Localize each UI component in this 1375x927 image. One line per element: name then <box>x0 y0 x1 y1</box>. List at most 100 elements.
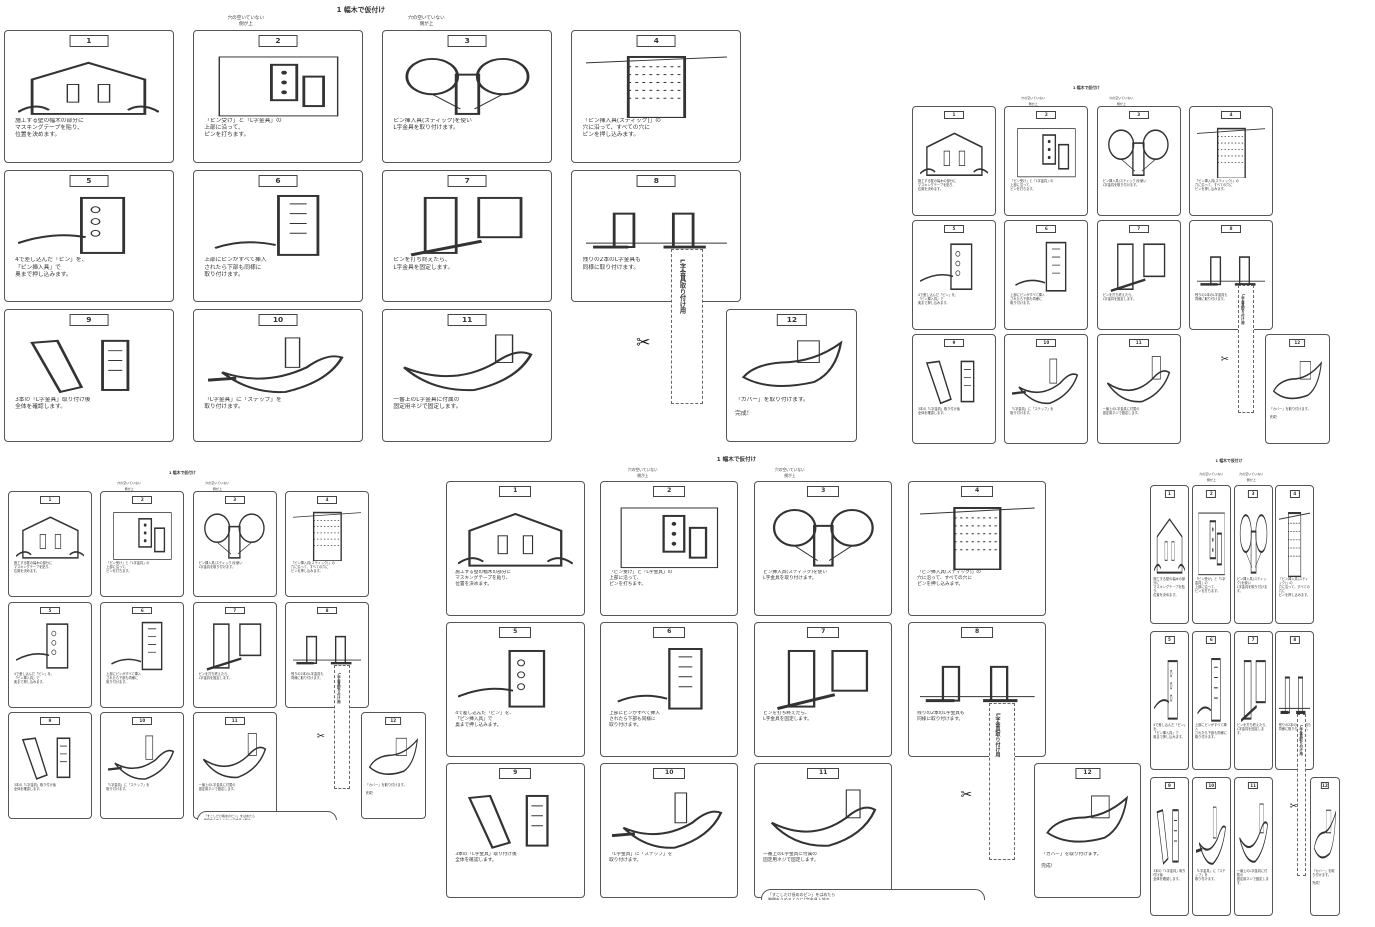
step-illustration <box>15 511 85 561</box>
step-caption: 一番上のL字金具に付属の 固定用ネジで固定します。 <box>198 782 237 791</box>
step-number: 4 <box>1289 490 1300 499</box>
step-illustration <box>1196 511 1227 577</box>
step-panel-4: 4 「ピン挿入具(スティック)」の 穴に沿って、すべての穴に ピンを押し込みます。 <box>285 490 370 597</box>
step-illustration <box>200 511 269 561</box>
step-illustration <box>16 732 85 782</box>
step-caption: 上部にピンがすべて挿入 されたら下部も同様に 取り付けます。 <box>1195 722 1227 739</box>
step-illustration <box>612 506 727 570</box>
step-number: 10 <box>132 717 153 726</box>
step-panel-12: 12「カバー」を取り付けます。 完成！ <box>726 308 858 442</box>
step-number: 5 <box>69 174 109 187</box>
step-illustration <box>458 788 573 852</box>
step-caption: 施工する壁の幅木の部分に マスキングテープを貼り、 位置を決めます。 <box>455 570 512 588</box>
step-illustration <box>1238 657 1269 723</box>
step-illustration <box>585 55 727 119</box>
step-illustration <box>1104 241 1173 292</box>
step-illustration <box>1154 802 1185 868</box>
step-number: 8 <box>1289 636 1300 644</box>
step-number: 4 <box>317 495 338 504</box>
step-illustration <box>1196 241 1266 292</box>
step-illustration <box>397 55 538 118</box>
step-illustration <box>17 194 159 257</box>
step-caption: 「ピン挿入具(スティック)」の 穴に沿って、すべての穴に ピンを押し込みます。 <box>582 118 661 139</box>
cut-line-tag: L字金具取り付け用 <box>1237 285 1255 413</box>
step-caption: 「L字金具」に「ステップ」を 取り付けます。 <box>609 852 673 864</box>
step-panel-10: 10「L字金具」に「ステップ」を 取り付けます。 <box>193 308 363 442</box>
callout-right: 穴の空いていない 側が上 <box>205 480 230 491</box>
step-illustration <box>612 647 727 711</box>
step-caption: 「ピン受け」と「L字金具」の 上部に沿って、 ピンを打ちます。 <box>1010 178 1054 191</box>
step-number: 9 <box>69 313 109 327</box>
step-illustration <box>1104 355 1173 406</box>
step-caption: 一番上のL字金具に付属の 固定用ネジで固定します。 <box>1102 406 1141 415</box>
step-number: 8 <box>317 606 338 615</box>
step-caption: ピン挿入具(スティック)を使い L字金具を取り付けます。 <box>393 118 472 132</box>
sheet-header: 1 幅木で仮付け <box>1215 458 1243 463</box>
step-panel-10: 10「L字金具」に「ステップ」を 取り付けます。 <box>1004 334 1089 444</box>
step-caption: ピン挿入具(スティック)を使い L字金具を取り付けます。 <box>1236 577 1268 594</box>
step-illustration <box>738 333 846 396</box>
scissors-icon: ✂ <box>316 731 325 743</box>
step-illustration <box>108 621 177 671</box>
step-number: 8 <box>961 627 994 638</box>
step-number: 5 <box>943 225 964 234</box>
step-caption: 「ピン挿入具(スティック)」の 穴に沿って、すべての穴に ピンを押し込みます。 <box>291 560 335 573</box>
step-caption: 3本の「L字金具」取り付け後 全体を確認します。 <box>917 406 960 415</box>
step-illustration <box>919 647 1035 711</box>
step-number: 3 <box>447 35 487 48</box>
step-number: 11 <box>1248 781 1259 790</box>
step-illustration <box>766 647 881 711</box>
step-illustration <box>292 621 362 671</box>
step-caption: ピンを打ち終えたら、 L字金具を固定します。 <box>763 711 812 723</box>
step-illustration <box>766 506 881 570</box>
callout-right: 穴の空いていない 側が上 <box>408 16 445 28</box>
step-illustration <box>200 732 269 782</box>
step-illustration <box>1279 511 1311 578</box>
sheet-header: 1 幅木で仮付け <box>1072 85 1100 90</box>
cut-line-label: L字金具取り付け用 <box>1241 293 1246 325</box>
step-illustration <box>1313 802 1337 868</box>
step-caption: 「ピン挿入具(スティック)」の 穴に沿って、すべての穴に ピンを押し込みます。 <box>1195 178 1239 191</box>
step-number: 6 <box>1036 225 1057 234</box>
step-caption: 3本の「L字金具」取り付け後 全体を確認します。 <box>13 782 56 791</box>
cut-line-label: L字金具取り付け用 <box>1299 724 1304 756</box>
step-panel-2: 2「ピン受け」と「L字金具」の 上部に沿って、 ピンを打ちます。 <box>599 481 739 616</box>
step-number: 7 <box>447 174 487 187</box>
step-caption: 「L字金具」に「ステップ」を 取り付けます。 <box>1195 868 1226 881</box>
step-illustration <box>1279 657 1311 723</box>
step-panel-9: 9 3本の「L字金具」取り付け後 全体を確認します。 <box>912 334 996 444</box>
step-number: 8 <box>1221 225 1242 234</box>
cut-line-label: L字金具取り付け用 <box>678 259 686 314</box>
step-caption: 施工する壁の幅木の部分に マスキングテープを貼り、 位置を決めます。 <box>13 560 53 573</box>
step-illustration <box>1104 127 1173 178</box>
step-caption: 「L字金具」に「ステップ」を 取り付けます。 <box>1010 406 1054 415</box>
cut-line-tag: L字金具取り付け用 <box>670 248 703 405</box>
step-number: 9 <box>943 339 964 348</box>
step-illustration <box>397 194 538 257</box>
step-number: 9 <box>499 768 532 779</box>
step-number: 11 <box>807 768 840 779</box>
step-number: 8 <box>636 174 676 187</box>
step-caption: 「カバー」を取り付けます。 完成！ <box>1269 406 1311 419</box>
step-illustration <box>1012 241 1081 292</box>
step-number: 6 <box>1206 636 1217 644</box>
step-caption: 3本の「L字金具」取り付け後 全体を確認します。 <box>15 396 91 410</box>
cut-line-tag: L字金具取り付け用 <box>1297 714 1306 877</box>
step-panel-12: 12「カバー」を取り付けます。 完成！ <box>1309 776 1340 916</box>
